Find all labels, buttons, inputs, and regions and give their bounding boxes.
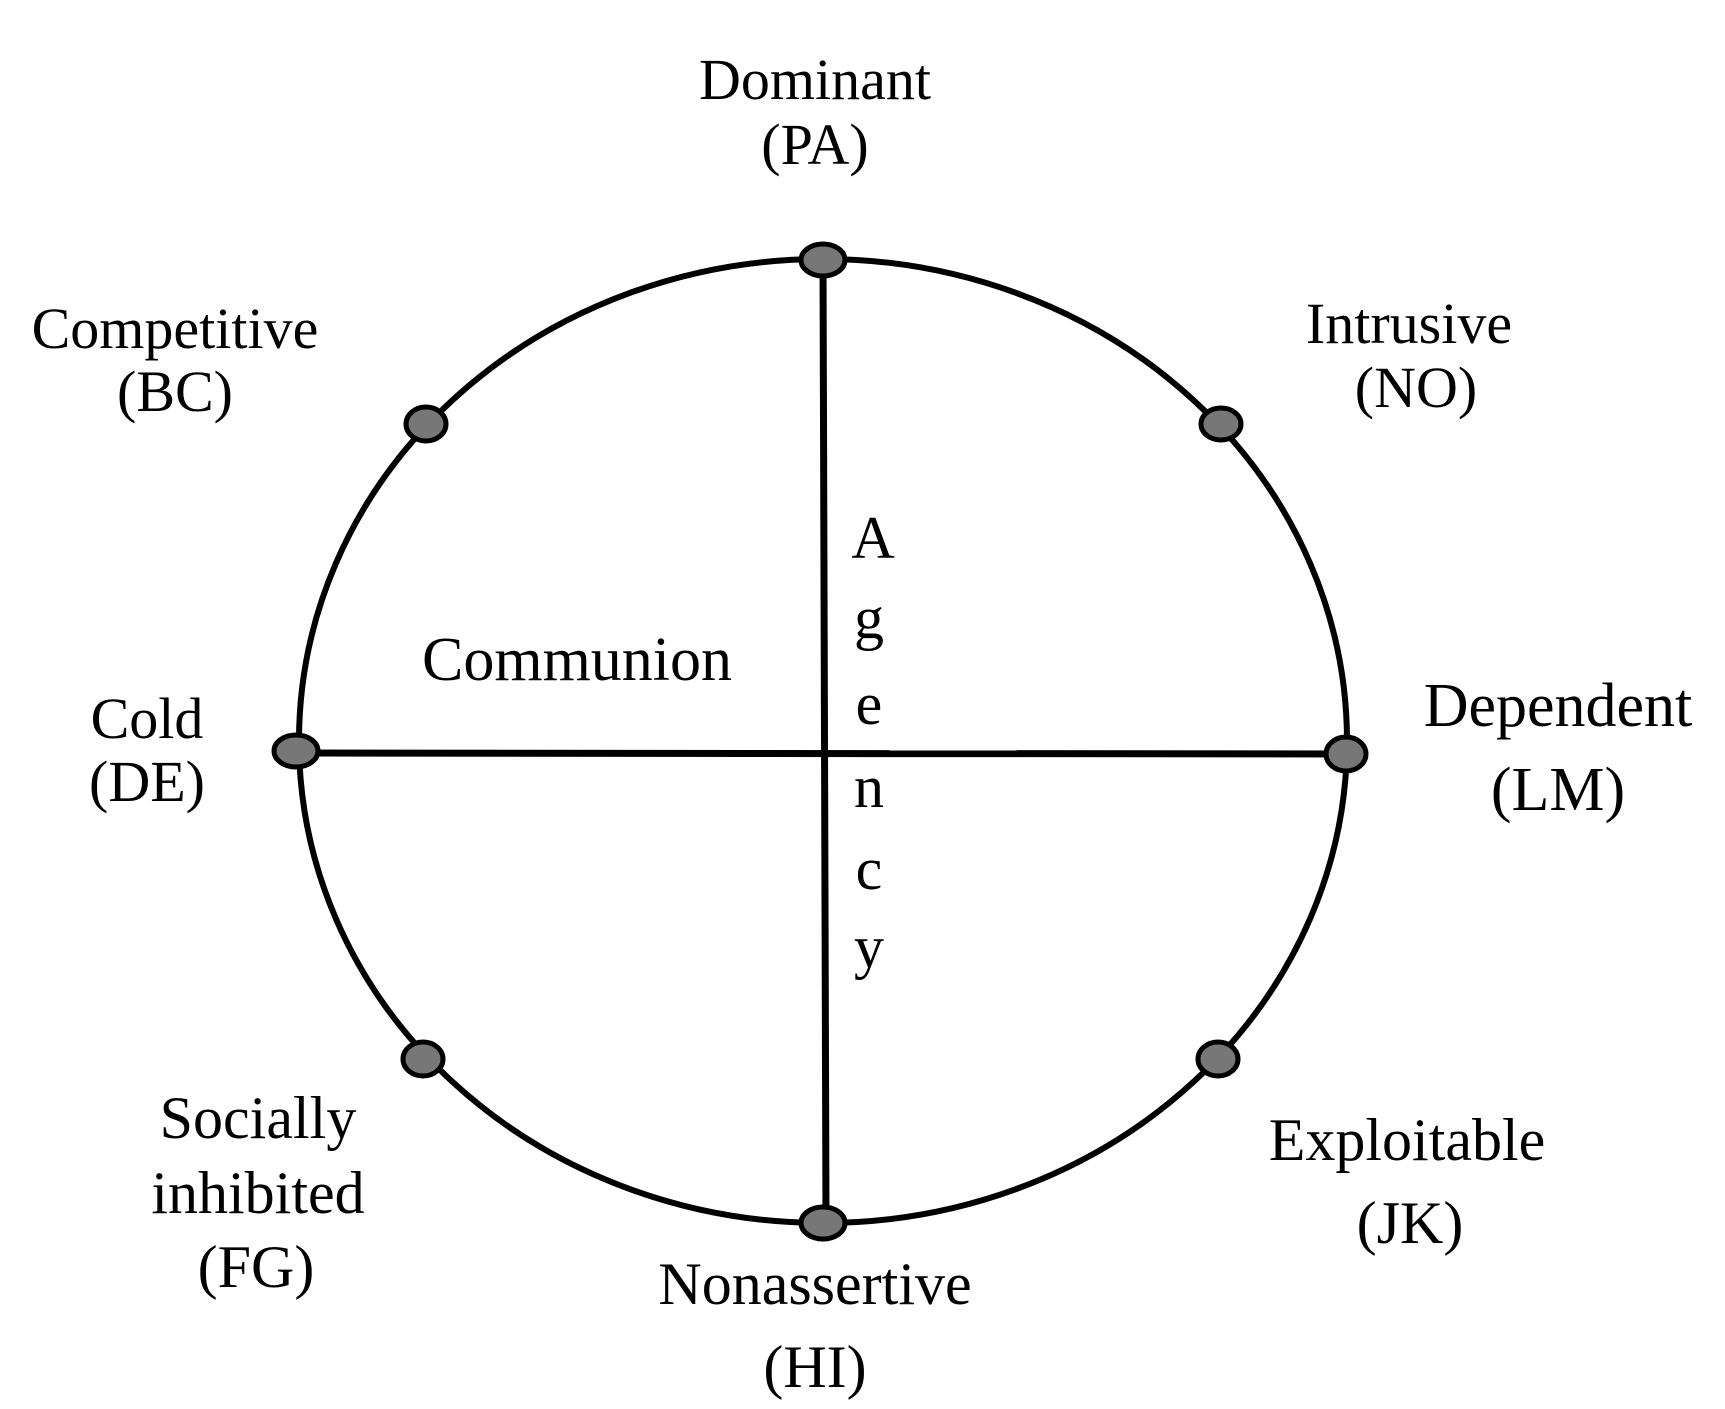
communion-label: Communion	[422, 626, 732, 694]
label-jk-name: Exploitable	[1269, 1107, 1546, 1173]
agency-label: A g e n c y	[851, 505, 894, 980]
dot-bc	[403, 404, 449, 444]
label-jk-code: (JK)	[1357, 1190, 1464, 1256]
dot-no	[1198, 405, 1244, 443]
agency-letter: A	[851, 505, 894, 571]
label-no-code: (NO)	[1355, 355, 1477, 420]
dot-pa	[798, 241, 848, 279]
dot-hi	[798, 1204, 848, 1242]
label-bc-name: Competitive	[32, 296, 319, 361]
label-fg-code: (FG)	[198, 1234, 315, 1300]
dot-de	[271, 732, 321, 770]
agency-letter: c	[856, 836, 883, 902]
label-hi-name: Nonassertive	[658, 1251, 971, 1317]
agency-letter: y	[854, 914, 884, 980]
label-fg-name-line1: Socially	[160, 1085, 357, 1151]
label-de-code: (DE)	[89, 749, 205, 814]
dot-fg	[400, 1039, 446, 1079]
agency-letter: n	[854, 754, 884, 820]
label-lm-name: Dependent	[1424, 672, 1693, 740]
label-bc-code: (BC)	[117, 359, 233, 424]
label-hi-code: (HI)	[763, 1334, 866, 1400]
label-pa-name: Dominant	[699, 47, 931, 112]
label-lm-code: (LM)	[1491, 756, 1625, 824]
dot-lm	[1323, 734, 1369, 774]
agency-letter: g	[854, 585, 884, 651]
label-de-name: Cold	[91, 686, 204, 751]
horizontal-axis-line	[295, 749, 1347, 758]
label-no-name: Intrusive	[1306, 291, 1512, 356]
dot-jk	[1195, 1039, 1241, 1079]
agency-letter: e	[856, 671, 883, 737]
vertical-axis-line	[819, 259, 830, 1224]
label-pa-code: (PA)	[761, 112, 868, 177]
octant-dots	[271, 241, 1369, 1242]
label-fg-name-line2: inhibited	[151, 1160, 364, 1226]
